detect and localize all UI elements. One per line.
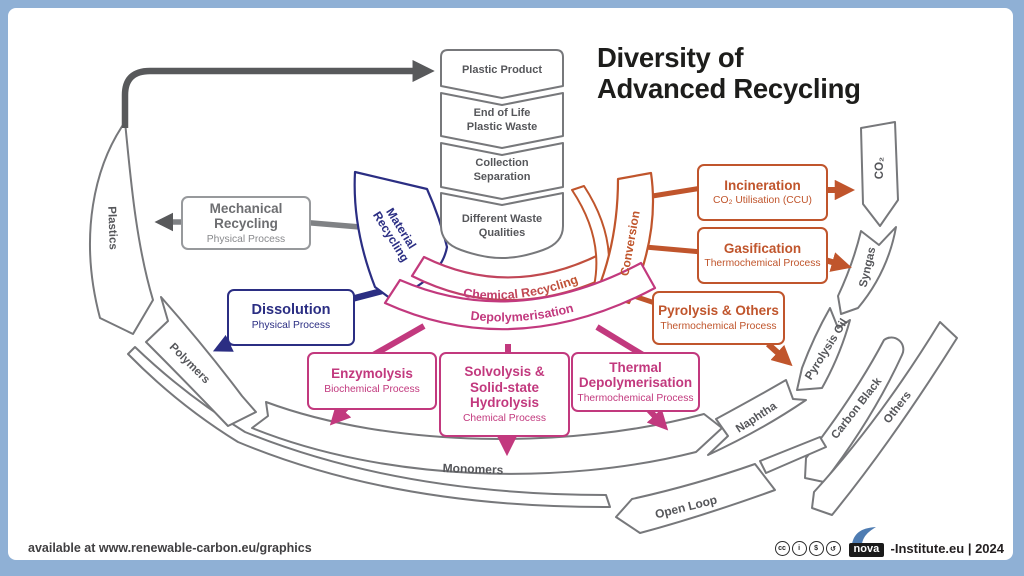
thermal-to-monomers-arrow xyxy=(646,407,669,431)
cc-sa-icon: ↺ xyxy=(825,541,841,556)
cc-nc-icon: $ xyxy=(808,541,824,556)
conversion-to-gasification-line xyxy=(644,244,703,255)
thermal-depolymerisation-box: Thermal Depolymerisation Thermochemical … xyxy=(571,352,700,412)
pyrolysis-others-box: Pyrolysis & Others Thermochemical Proces… xyxy=(652,291,785,345)
plastics-label: Plastics xyxy=(105,206,119,250)
nova-logo: nova xyxy=(848,527,889,559)
gasification-box: Gasification Thermochemical Process xyxy=(697,227,828,284)
footer-credit: cc i $ ↺ nova -Institute.eu | 2024 xyxy=(774,527,1004,559)
chevron-end-of-life xyxy=(440,92,564,149)
page-title: Diversity of Advanced Recycling xyxy=(597,42,861,104)
nova-logo-text: nova xyxy=(848,543,885,557)
nova-sail-icon xyxy=(851,527,876,544)
plastics-to-product-arrow xyxy=(121,59,435,128)
availability-note: available at www.renewable-carbon.eu/gra… xyxy=(28,541,312,555)
others-band xyxy=(811,321,958,516)
co2-band xyxy=(860,121,899,227)
open-loop-continuation xyxy=(759,436,827,474)
incineration-box: Incineration CO₂ Utilisation (CCU) xyxy=(697,164,828,221)
polymers-band xyxy=(145,296,257,427)
chevron-collection xyxy=(440,142,564,200)
plastics-band xyxy=(89,121,154,335)
depolymerisation-segment xyxy=(383,261,657,331)
chevron-label-plastic-product: Plastic Product xyxy=(461,64,543,76)
solvolysis-box: Solvolysis & Solid-state Hydrolysis Chem… xyxy=(439,352,570,437)
enzymolysis-to-monomers-arrow xyxy=(329,403,352,426)
chevron-plastic-product xyxy=(440,49,564,99)
pyrolysis-oil-band xyxy=(796,307,851,391)
cc-by-icon: i xyxy=(791,541,807,556)
gasification-to-syngas-arrow xyxy=(824,252,852,272)
monomers-label: Monomers xyxy=(442,461,503,477)
co2-label: CO₂ xyxy=(874,157,886,179)
open-loop-band xyxy=(615,463,776,534)
pyrolysis-to-oil-arrow xyxy=(765,341,793,367)
monomers-band xyxy=(251,401,723,475)
open-loop-track xyxy=(127,346,611,509)
enzymolysis-box: Enzymolysis Biochemical Process xyxy=(307,352,437,410)
credit-text: -Institute.eu | 2024 xyxy=(890,541,1004,556)
dissolution-box: Dissolution Physical Process xyxy=(227,289,355,346)
chevron-waste-qualities xyxy=(440,192,564,259)
carbon-black-band xyxy=(804,336,905,483)
cc-license-icon: cc xyxy=(774,541,790,556)
naphtha-band xyxy=(707,379,807,456)
mechanical-recycling-box: Mechanical Recycling Physical Process xyxy=(181,196,311,250)
